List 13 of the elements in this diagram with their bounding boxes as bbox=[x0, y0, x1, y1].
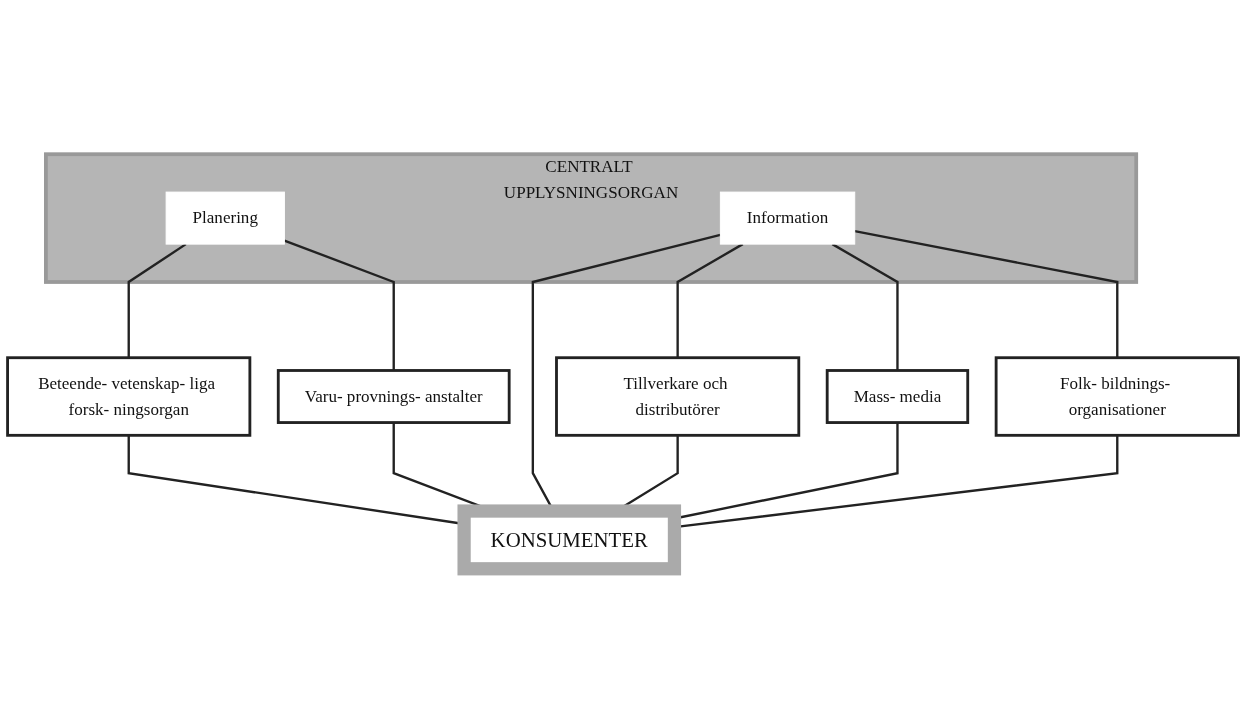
node-box: Tillverkare och distributörer bbox=[555, 356, 801, 437]
node-box: Information bbox=[719, 191, 856, 245]
node-box: Folk- bildnings- organisationer bbox=[994, 356, 1240, 437]
connector bbox=[127, 243, 187, 358]
node-box: KONSUMENTER bbox=[457, 504, 682, 576]
connector bbox=[854, 229, 1119, 358]
node-box: Planering bbox=[165, 191, 285, 245]
connector bbox=[284, 239, 395, 371]
node-box: Beteende- vetenskap- liga forsk- ningsorgan bbox=[6, 356, 252, 437]
connector bbox=[831, 243, 899, 371]
connector bbox=[676, 243, 744, 358]
node-box: Mass- media bbox=[825, 369, 970, 424]
node-box: Varu- provnings- anstalter bbox=[276, 369, 511, 424]
